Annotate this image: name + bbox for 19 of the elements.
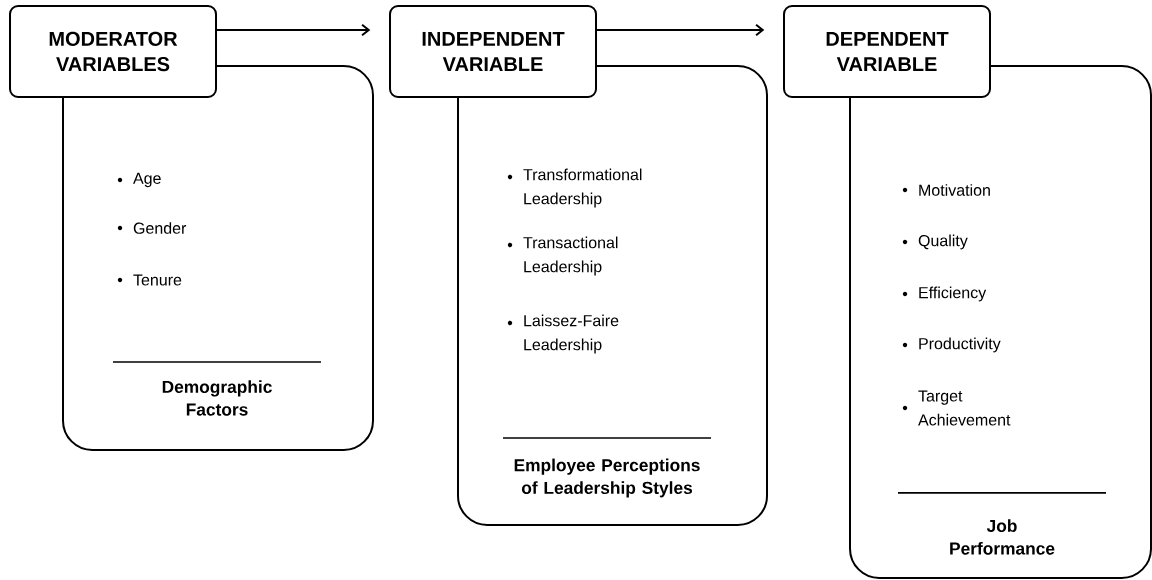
header-box: DEPENDENT VARIABLE [783, 5, 991, 98]
header-box: MODERATOR VARIABLES [9, 5, 217, 98]
panel-footer: Demographic Factors [162, 380, 272, 416]
bullet-item: Transactional Leadership [523, 236, 618, 276]
bullet-item: Productivity [919, 337, 1001, 353]
bullet-item: Laissez-Faire Leadership [524, 314, 619, 354]
panel-footer: Employee Perceptions of Leadership Styles [514, 458, 700, 498]
panel-footer: Job Performance [950, 519, 1055, 555]
arrow [216, 23, 371, 37]
bullet-item: Age [133, 172, 161, 188]
bullet-item: Efficiency [919, 286, 987, 302]
arrow [596, 23, 765, 37]
bullet-item: Quality [918, 234, 968, 250]
bullet-item: Transformational Leadership [523, 168, 642, 208]
bullet-item: Gender [133, 222, 187, 234]
header-box: INDEPENDENT VARIABLE [389, 5, 597, 98]
bullet-item: Target Achievement [918, 390, 1011, 426]
bullet-item: Motivation [919, 184, 990, 196]
bullet-item: Tenure [133, 274, 182, 286]
